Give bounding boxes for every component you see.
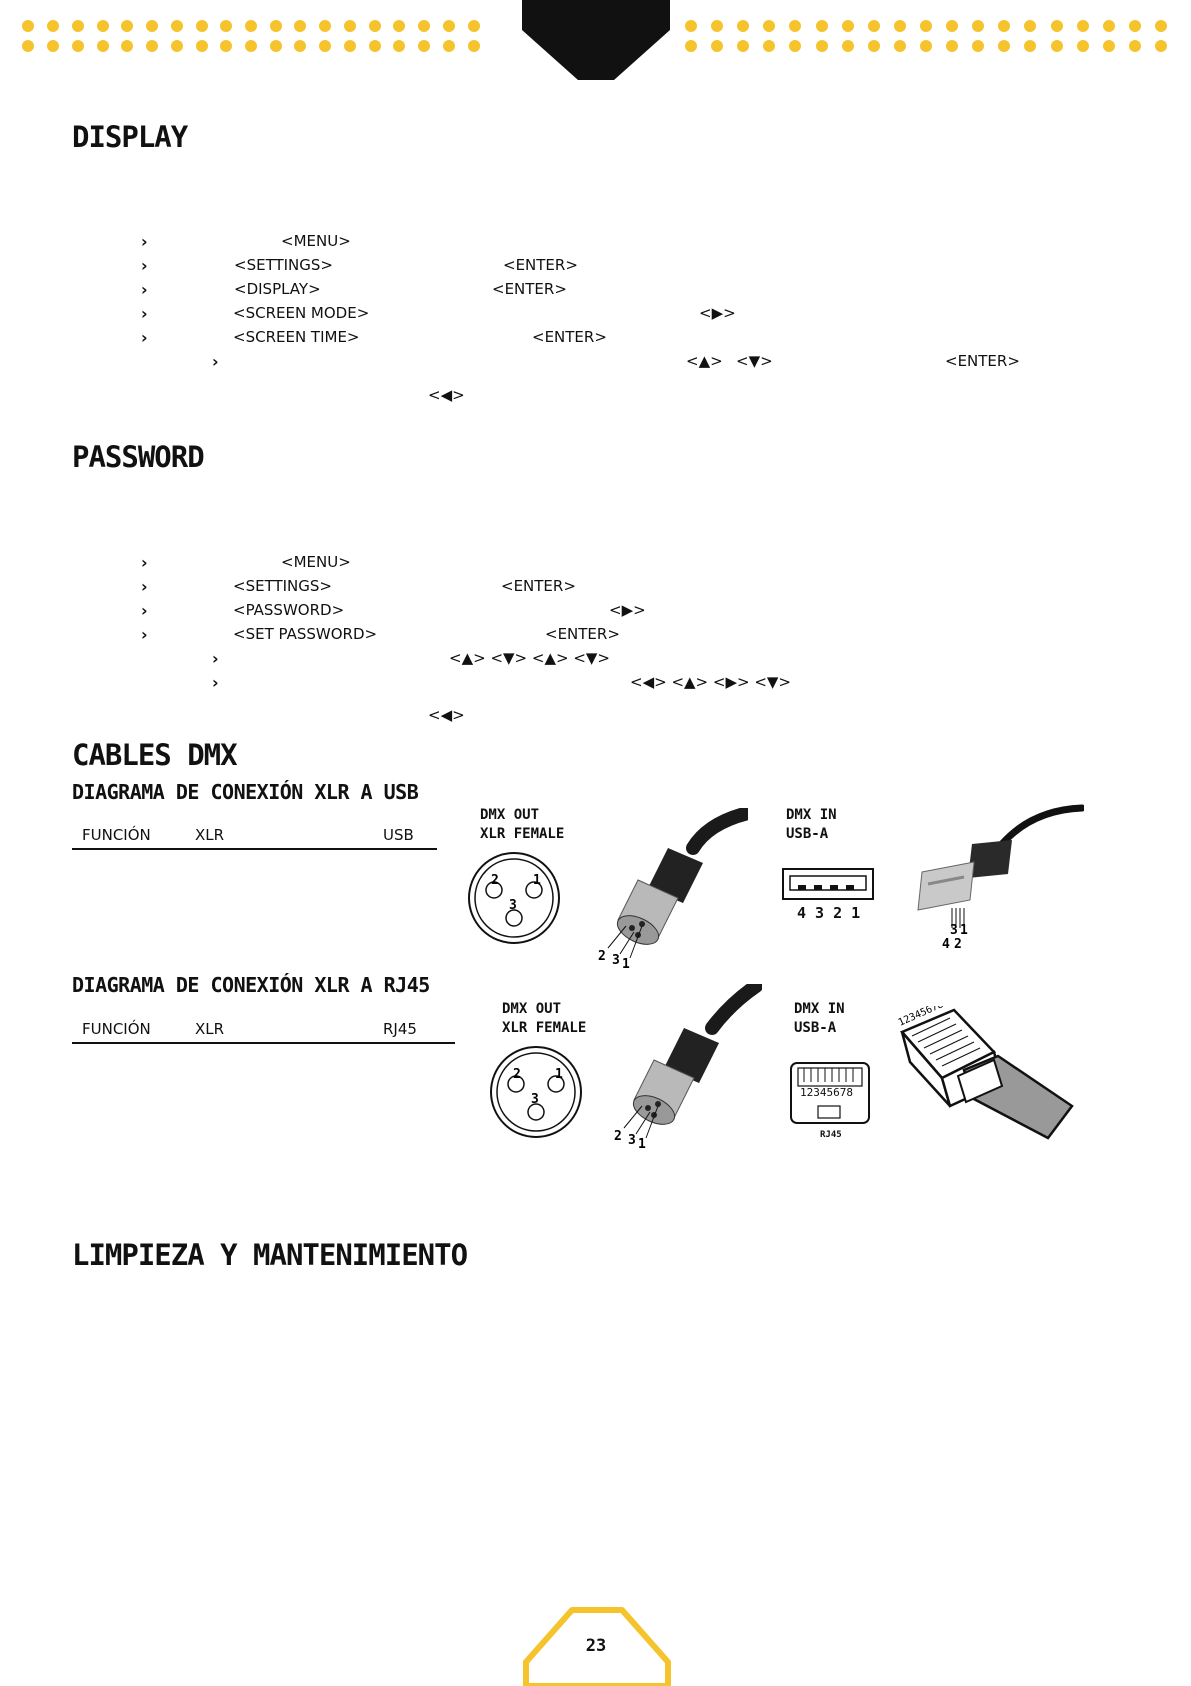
display-step-enter: <ENTER> [532, 328, 607, 346]
header-dots-left [16, 16, 486, 56]
usb-in-label: DMX IN USB-A [786, 807, 837, 842]
display-step-right-arrow: <▶> [699, 304, 736, 322]
xlr-female-pinout-diagram: 2 1 3 [468, 852, 560, 944]
col-function: FUNCIÓN [82, 1020, 151, 1038]
display-step-enter: <ENTER> [945, 352, 1020, 370]
step-chevron-icon: › [212, 673, 219, 692]
usb-plug-photo: 3 1 4 2 [917, 804, 1084, 952]
password-step-arrows: <▲> <▼> <▲> <▼> [449, 649, 610, 667]
password-step-enter: <ENTER> [501, 577, 576, 595]
rj45-caption: RJ45 [820, 1130, 842, 1140]
col-function: FUNCIÓN [82, 826, 151, 844]
svg-text:1: 1 [622, 957, 630, 968]
display-step-left-arrow: <◀> [428, 386, 465, 404]
usb-table-header: FUNCIÓN XLR USB [72, 824, 437, 850]
col-rj45: RJ45 [383, 1020, 417, 1038]
step-chevron-icon: › [141, 280, 148, 299]
svg-text:3: 3 [950, 923, 958, 938]
svg-text:1: 1 [638, 1137, 646, 1150]
col-xlr: XLR [195, 826, 225, 844]
col-xlr: XLR [195, 1020, 225, 1038]
svg-text:2: 2 [598, 949, 606, 964]
step-chevron-icon: › [141, 256, 148, 275]
password-heading: PASSWORD [72, 440, 205, 474]
display-step-settings: <SETTINGS> [234, 256, 333, 274]
rj45-port-diagram [790, 1062, 870, 1124]
svg-text:3: 3 [531, 1092, 539, 1107]
step-chevron-icon: › [141, 577, 148, 596]
dmx-heading: CABLES DMX [72, 738, 238, 772]
password-step-menu: <MENU> [281, 553, 351, 571]
display-step-down-arrow: <▼> [736, 352, 773, 370]
svg-text:3: 3 [509, 898, 517, 913]
password-step-settings: <SETTINGS> [233, 577, 332, 595]
usb-subtitle: DIAGRAMA DE CONEXIÓN XLR A USB [72, 780, 419, 804]
svg-text:3: 3 [612, 953, 620, 968]
password-step-left-arrow: <◀> [428, 706, 465, 724]
step-chevron-icon: › [141, 304, 148, 323]
display-heading: DISPLAY [72, 120, 188, 154]
usb-pin-numbers: 4 3 2 1 [797, 904, 861, 922]
step-chevron-icon: › [141, 601, 148, 620]
step-chevron-icon: › [141, 328, 148, 347]
display-step-enter: <ENTER> [503, 256, 578, 274]
step-chevron-icon: › [141, 553, 148, 572]
display-step-display: <DISPLAY> [234, 280, 321, 298]
rj45-out-label: DMX OUT XLR FEMALE [502, 1001, 587, 1036]
password-step-enter: <ENTER> [545, 625, 620, 643]
password-step-arrows-2: <◀> <▲> <▶> <▼> [630, 673, 791, 691]
col-usb: USB [383, 826, 414, 844]
svg-text:3: 3 [628, 1133, 636, 1148]
step-chevron-icon: › [141, 625, 148, 644]
header-dots-right [678, 16, 1174, 56]
display-step-menu: <MENU> [281, 232, 351, 250]
rj45-subtitle: DIAGRAMA DE CONEXIÓN XLR A RJ45 [72, 973, 430, 997]
svg-text:4: 4 [942, 937, 950, 952]
xlr-connector-photo: 2 3 1 [598, 808, 748, 968]
rj45-plug-illustration: 12345678 [898, 1006, 1074, 1140]
xlr-connector-photo: 2 3 1 [614, 984, 762, 1150]
svg-text:1: 1 [555, 1067, 563, 1082]
svg-text:2: 2 [614, 1129, 622, 1144]
xlr-female-pinout-diagram: 2 1 3 [490, 1046, 582, 1138]
display-step-enter: <ENTER> [492, 280, 567, 298]
display-step-screen-mode: <SCREEN MODE> [233, 304, 370, 322]
svg-text:1: 1 [533, 873, 541, 888]
step-chevron-icon: › [212, 649, 219, 668]
rj45-table-header: FUNCIÓN XLR RJ45 [72, 1018, 455, 1044]
usb-out-label: DMX OUT XLR FEMALE [480, 807, 565, 842]
password-step-password: <PASSWORD> [233, 601, 345, 619]
header-tab-shape [522, 0, 670, 80]
page-number-badge [523, 1607, 671, 1686]
password-step-right-arrow: <▶> [609, 601, 646, 619]
svg-text:2: 2 [491, 873, 499, 888]
svg-text:2: 2 [513, 1067, 521, 1082]
display-step-up-arrow: <▲> [686, 352, 723, 370]
svg-text:1: 1 [960, 923, 968, 938]
svg-text:2: 2 [954, 937, 962, 952]
step-chevron-icon: › [141, 232, 148, 251]
usb-a-port-diagram [782, 868, 874, 900]
password-step-set-password: <SET PASSWORD> [233, 625, 378, 643]
step-chevron-icon: › [212, 352, 219, 371]
rj45-in-label: DMX IN USB-A [794, 1001, 845, 1036]
maintenance-heading: LIMPIEZA Y MANTENIMIENTO [72, 1238, 468, 1272]
display-step-screen-time: <SCREEN TIME> [233, 328, 360, 346]
rj45-pin-numbers: 12345678 [800, 1086, 853, 1099]
page-number: 23 [585, 1636, 607, 1656]
